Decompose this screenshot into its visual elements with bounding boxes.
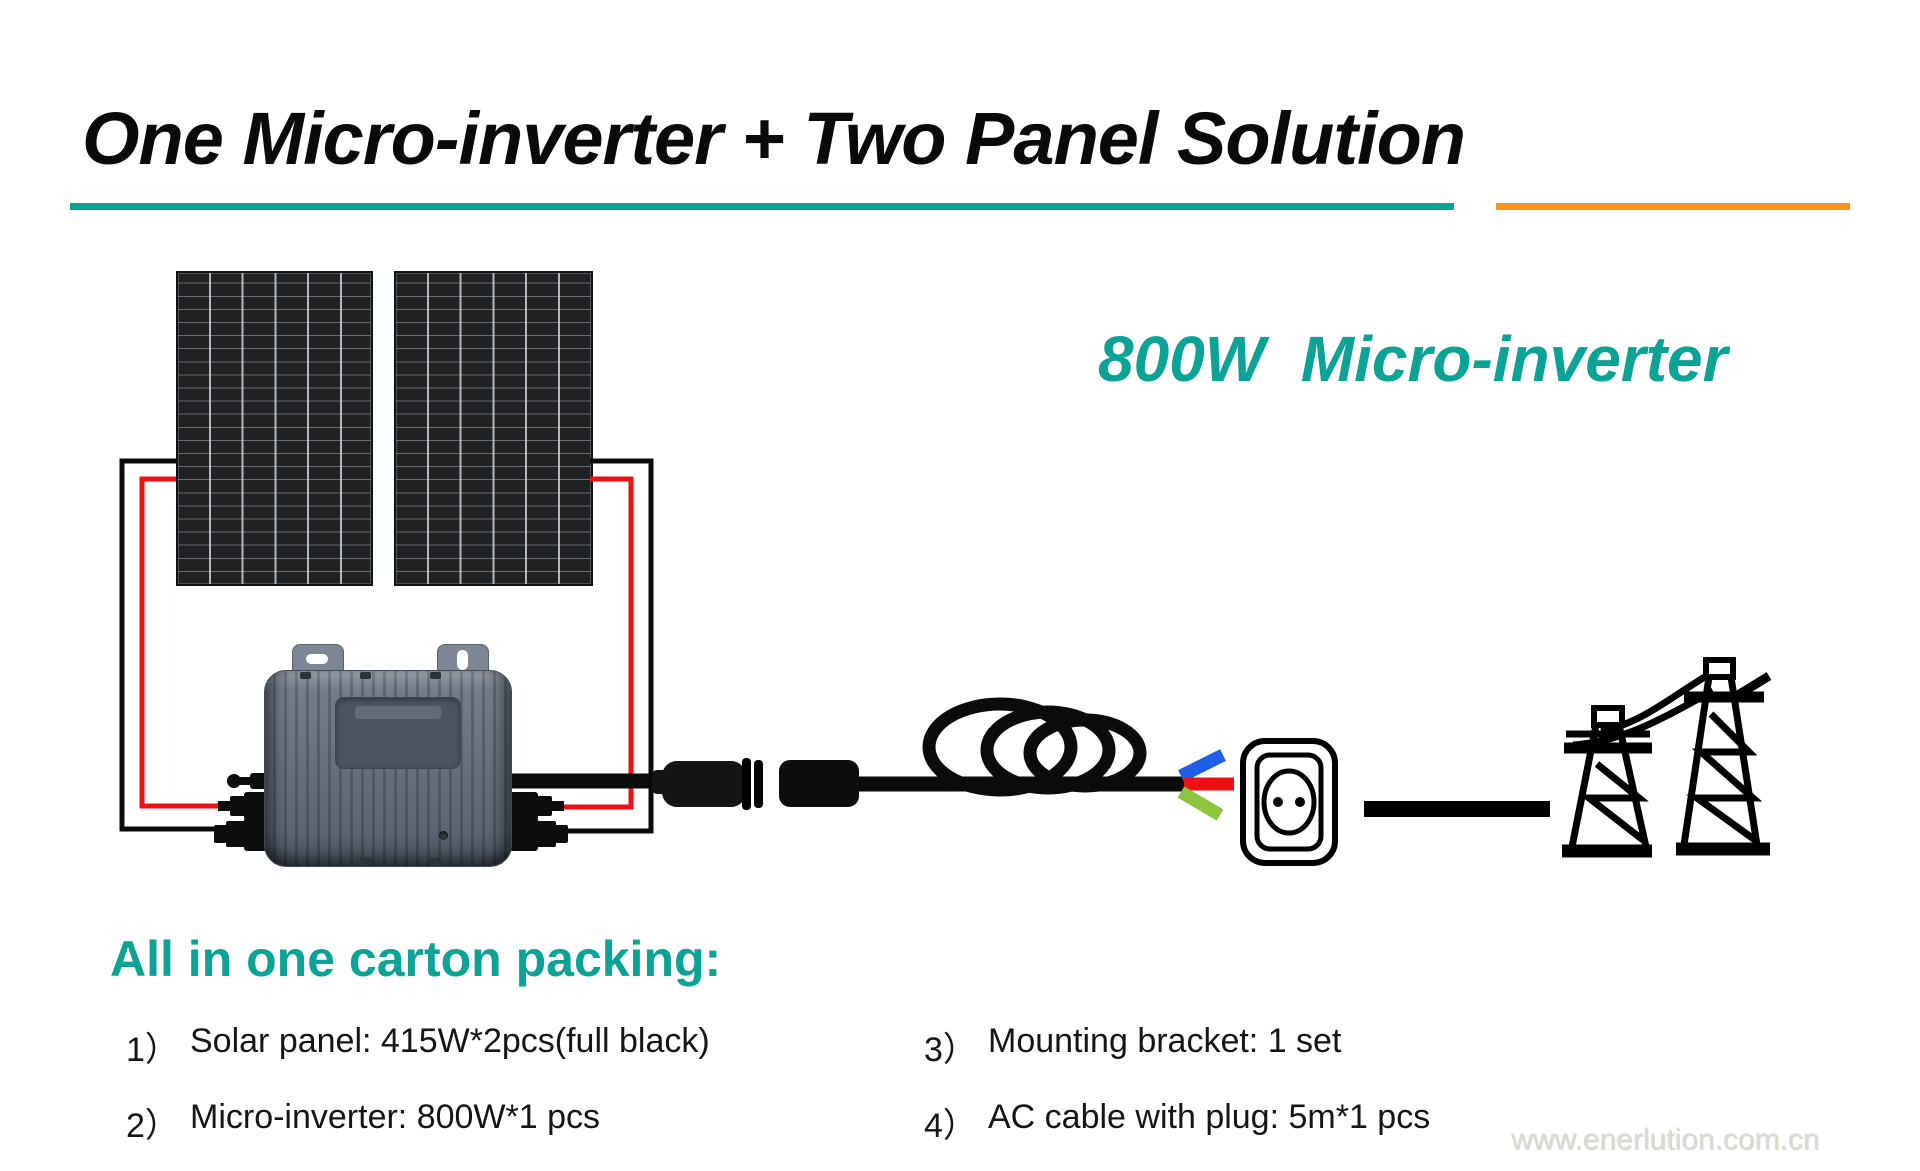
wire-blue: [1178, 749, 1226, 782]
mc4-connector-right-mid: [508, 792, 564, 820]
item-number: 1）: [126, 1031, 179, 1069]
ac-connector-icon: [652, 758, 763, 810]
power-outlet-icon: [1240, 738, 1338, 866]
title-underline-teal: [70, 203, 1454, 210]
title-underline-orange: [1496, 203, 1850, 210]
cable-coil-icon: [922, 697, 1147, 797]
mc4-connector-left-mid: [218, 792, 274, 820]
subtitle-800w: 800W Micro-inverter: [1098, 323, 1728, 395]
item-number: 2）: [126, 1107, 179, 1145]
packing-item: 4） AC cable with plug: 5m*1 pcs: [924, 1098, 1430, 1147]
grid-cable: [1364, 801, 1550, 817]
page-title: One Micro-inverter + Two Panel Solution: [82, 97, 1466, 180]
item-text: Micro-inverter: 800W*1 pcs: [190, 1098, 601, 1136]
item-text: Solar panel: 415W*2pcs(full black): [190, 1022, 710, 1060]
packing-item: 2） Micro-inverter: 800W*1 pcs: [126, 1098, 600, 1147]
packing-item: 1） Solar panel: 415W*2pcs(full black): [126, 1022, 710, 1071]
item-text: Mounting bracket: 1 set: [988, 1022, 1342, 1060]
item-text: AC cable with plug: 5m*1 pcs: [988, 1098, 1431, 1136]
watermark: www.enerlution.com.cn: [1512, 1124, 1821, 1157]
solar-panel-right: [394, 271, 593, 586]
item-number: 4）: [924, 1107, 977, 1145]
solar-panel-left: [176, 271, 373, 586]
wire-green: [1177, 786, 1224, 821]
ac-cable: [505, 758, 1186, 810]
transmission-tower-icon: [1562, 657, 1772, 858]
ac-junction-box: [779, 760, 859, 807]
antenna-stub-icon: [227, 773, 276, 789]
ac-wire-ends: [1177, 749, 1234, 821]
item-number: 3）: [924, 1031, 977, 1069]
packing-item: 3） Mounting bracket: 1 set: [924, 1022, 1341, 1071]
packing-heading: All in one carton packing:: [110, 931, 722, 987]
mc4-connector-left-bottom: [214, 817, 274, 851]
mc4-connector-right-bottom: [508, 817, 568, 851]
dc-wire-red: [139, 476, 634, 810]
